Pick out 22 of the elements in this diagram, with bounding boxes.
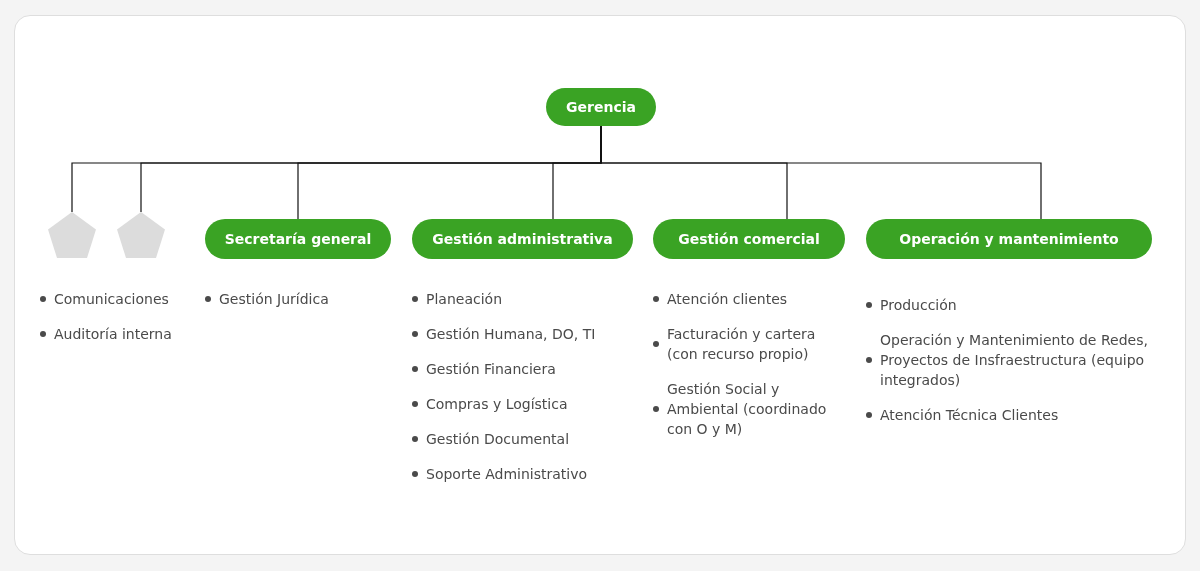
bullet-item: Auditoría interna xyxy=(40,324,200,344)
department-pill: Gestión comercial xyxy=(653,219,845,259)
bullet-item: Gestión Documental xyxy=(412,429,642,449)
bullet-item: Producción xyxy=(866,295,1166,315)
bullet-item: Compras y Logística xyxy=(412,394,642,414)
bullet-item: Operación y Mantenimiento de Redes, Proyectos de Insfraestructura (equipo integrados) xyxy=(866,330,1166,390)
bullet-item: Gestión Humana, DO, TI xyxy=(412,324,642,344)
department-pill: Operación y mantenimiento xyxy=(866,219,1152,259)
bullet-item: Atención clientes xyxy=(653,289,843,309)
pentagon-shape xyxy=(48,212,96,258)
bullet-item: Atención Técnica Clientes xyxy=(866,405,1166,425)
bullet-item: Soporte Administrativo xyxy=(412,464,642,484)
bullet-item: Planeación xyxy=(412,289,642,309)
pentagon-shape xyxy=(117,212,165,258)
bullet-item: Gestión Social y Ambiental (coordinado con O y M) xyxy=(653,379,843,439)
bullet-item: Gestión Financiera xyxy=(412,359,642,379)
bullet-item: Gestión Jurídica xyxy=(205,289,385,309)
bullet-item: Facturación y cartera (con recurso propio) xyxy=(653,324,843,364)
department-pill: Gerencia xyxy=(546,88,656,126)
bullet-item: Comunicaciones xyxy=(40,289,200,309)
department-pill: Secretaría general xyxy=(205,219,391,259)
department-pill: Gestión administrativa xyxy=(412,219,633,259)
